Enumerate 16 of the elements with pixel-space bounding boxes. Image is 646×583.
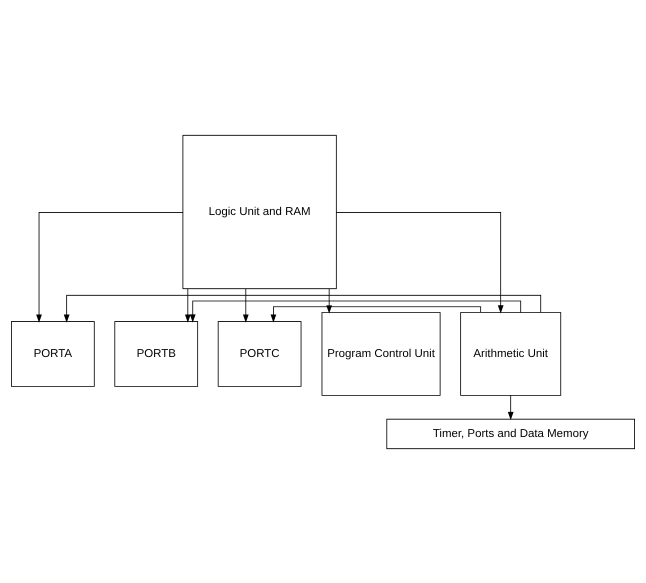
arrow <box>36 212 184 322</box>
node-box: PORTC <box>218 320 302 386</box>
arrow <box>270 306 482 322</box>
node-box: PORTA <box>11 320 95 386</box>
arrow <box>64 294 542 322</box>
node-box: Timer, Ports and Data Memory <box>386 418 635 449</box>
arrow <box>336 212 504 313</box>
node-box: PORTB <box>114 320 198 386</box>
arrow <box>190 300 522 322</box>
node-box: Logic Unit and RAM <box>182 134 337 289</box>
node-box: Program Control Unit <box>322 312 441 396</box>
arrow <box>184 288 191 322</box>
arrow <box>326 288 332 314</box>
arrow <box>508 394 514 420</box>
arrow <box>242 288 249 322</box>
node-box: Arithmetic Unit <box>460 312 562 396</box>
